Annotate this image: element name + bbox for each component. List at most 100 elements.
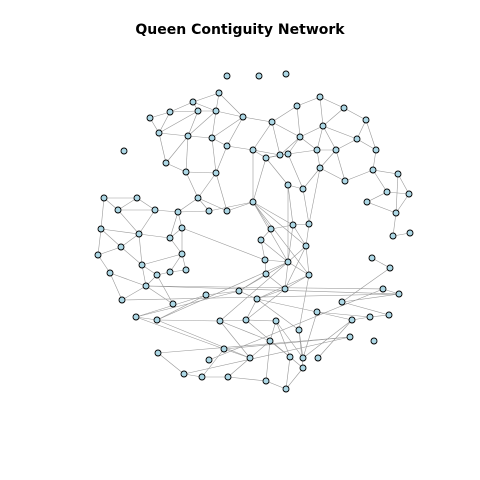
network-edge	[156, 319, 251, 359]
network-edge	[97, 246, 122, 256]
network-node	[268, 118, 276, 126]
network-node	[316, 93, 324, 101]
network-node	[392, 209, 400, 217]
network-node	[212, 107, 220, 115]
network-node	[223, 207, 231, 215]
network-edge	[341, 301, 390, 316]
network-edge	[165, 162, 187, 173]
network-node	[395, 290, 403, 298]
network-edge	[215, 110, 244, 118]
network-edge	[271, 121, 301, 138]
network-edge	[365, 119, 377, 151]
network-edge	[197, 197, 228, 212]
network-node	[340, 104, 348, 112]
network-edge	[158, 110, 199, 134]
network-node	[239, 113, 247, 121]
network-node	[205, 207, 213, 215]
network-edge	[322, 125, 337, 151]
network-edge	[335, 149, 346, 182]
network-node	[295, 326, 303, 334]
network-edge	[149, 111, 171, 119]
network-edge	[319, 149, 337, 169]
network-edge	[252, 201, 307, 247]
network-edge	[197, 172, 217, 199]
network-node	[314, 354, 322, 362]
network-node	[282, 70, 290, 78]
network-node	[272, 317, 280, 325]
network-node	[94, 251, 102, 259]
network-node	[120, 147, 128, 155]
network-edge	[192, 92, 220, 103]
network-node	[267, 225, 275, 233]
network-node	[353, 135, 361, 143]
network-edge	[287, 245, 307, 263]
network-edge	[344, 169, 374, 182]
network-edge	[265, 157, 289, 186]
network-node	[235, 287, 243, 295]
network-edge	[183, 336, 351, 375]
network-edge	[156, 294, 207, 321]
network-edge	[138, 209, 156, 235]
network-edge	[319, 167, 346, 182]
network-edge	[117, 209, 140, 235]
network-edge	[211, 110, 217, 139]
network-node	[341, 177, 349, 185]
network-node	[346, 333, 354, 341]
network-edge	[317, 319, 353, 359]
network-node	[169, 300, 177, 308]
network-edge	[341, 267, 391, 303]
network-edge	[245, 298, 258, 321]
network-edge	[356, 119, 367, 140]
network-edge	[158, 132, 189, 137]
network-node	[220, 345, 228, 353]
network-edge	[299, 125, 324, 138]
network-node	[262, 154, 270, 162]
network-edge	[372, 169, 399, 175]
network-node	[389, 232, 397, 240]
network-edge	[316, 311, 371, 318]
network-edge	[265, 273, 286, 290]
edge-layer	[97, 92, 411, 390]
network-edge	[120, 246, 143, 266]
network-edge	[201, 348, 225, 378]
network-node	[405, 190, 413, 198]
network-edge	[165, 135, 189, 164]
chart-title: Queen Contiguity Network	[135, 22, 345, 38]
network-node	[253, 295, 261, 303]
network-edge	[97, 228, 102, 256]
network-node	[135, 230, 143, 238]
network-edge	[145, 285, 400, 295]
network-edge	[305, 223, 310, 247]
network-node	[184, 132, 192, 140]
network-edge	[135, 316, 225, 350]
network-node	[242, 316, 250, 324]
network-edge	[136, 197, 156, 211]
network-edge	[135, 290, 240, 318]
network-node	[348, 316, 356, 324]
network-edge	[269, 320, 277, 342]
network-edge	[117, 197, 138, 211]
network-edge	[252, 201, 310, 276]
network-edge	[169, 101, 194, 113]
network-node	[249, 146, 257, 154]
network-edge	[177, 210, 210, 213]
network-node	[208, 134, 216, 142]
network-edge	[302, 188, 310, 225]
network-node	[261, 256, 269, 264]
network-node	[154, 349, 162, 357]
network-edge	[145, 285, 384, 290]
network-edge	[316, 311, 353, 321]
network-edge	[121, 293, 400, 301]
network-edge	[156, 319, 221, 322]
network-node	[313, 146, 321, 154]
network-node	[286, 353, 294, 361]
network-edge	[256, 288, 286, 300]
network-node	[155, 129, 163, 137]
network-node	[363, 198, 371, 206]
network-node	[296, 133, 304, 141]
network-node	[255, 72, 263, 80]
network-edge	[181, 227, 266, 261]
network-edge	[285, 367, 304, 390]
network-node	[262, 377, 270, 385]
network-edge	[287, 261, 310, 276]
